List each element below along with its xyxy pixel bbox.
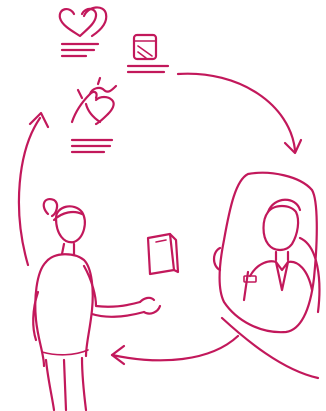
arc-top-right bbox=[178, 74, 295, 150]
arc-bottom bbox=[112, 336, 238, 360]
person-icon bbox=[33, 199, 160, 410]
jar-icon bbox=[128, 35, 168, 72]
hearts-icon bbox=[60, 7, 106, 56]
cycle-arrow-icon bbox=[19, 74, 301, 364]
doctor-icon bbox=[244, 200, 312, 300]
arc-left bbox=[19, 118, 40, 265]
arrowhead-bottom bbox=[112, 346, 124, 364]
box-icon bbox=[148, 234, 178, 274]
phone-icon bbox=[214, 173, 319, 378]
hands-icon bbox=[72, 78, 116, 152]
